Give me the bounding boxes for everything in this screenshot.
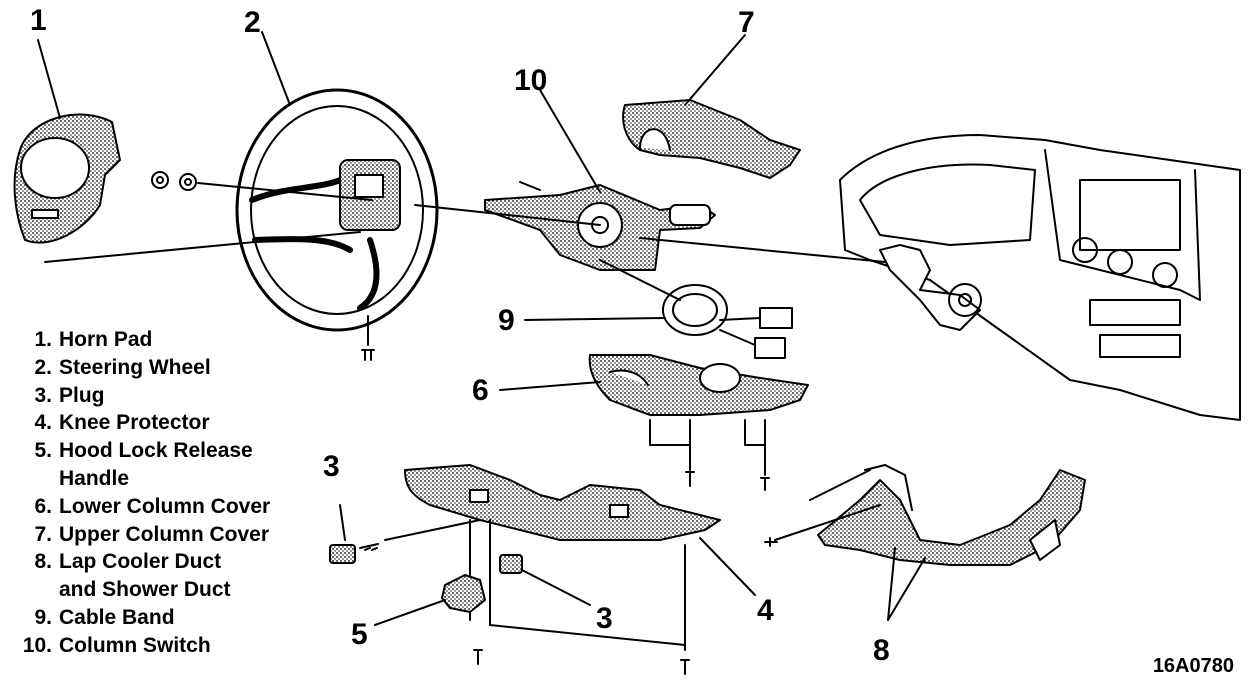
- hood-lock-handle-part: [374, 574, 486, 626]
- callout-8: 8: [873, 634, 890, 667]
- upper-column-cover-part: [622, 34, 801, 179]
- callout-9: 9: [498, 304, 515, 337]
- legend-item-continuation: and Shower Duct: [59, 578, 231, 602]
- nut-parts: [151, 171, 373, 201]
- callout-6: 6: [472, 374, 489, 407]
- legend-item: 9.Cable Band: [34, 605, 175, 629]
- steering-wheel-part: [235, 31, 439, 361]
- callout-1: 1: [30, 4, 47, 37]
- legend-item: 8.Lap Cooler Duct: [34, 550, 222, 574]
- legend-item: 5.Hood Lock Release: [34, 439, 253, 463]
- callout-7: 7: [738, 6, 755, 39]
- callout-5: 5: [351, 618, 368, 651]
- lower-column-cover-part: [499, 354, 809, 491]
- plug-parts: [329, 504, 591, 606]
- parts-legend: 1.Horn Pad 2.Steering Wheel 3.Plug 4.Kne…: [14, 326, 270, 660]
- legend-item-continuation: Handle: [59, 466, 130, 490]
- legend-item: 4.Knee Protector: [34, 411, 210, 435]
- callout-4: 4: [757, 594, 774, 627]
- instrument-panel-part: [639, 134, 1241, 421]
- figure-code: 16A0780: [1152, 655, 1234, 677]
- legend-item: 6.Lower Column Cover: [34, 494, 271, 518]
- callout-2: 2: [244, 6, 261, 39]
- legend-item: 10.Column Switch: [22, 633, 211, 657]
- callout-3-lower: 3: [596, 602, 613, 635]
- legend-item: 2.Steering Wheel: [34, 355, 211, 379]
- callout-3-upper: 3: [323, 450, 340, 483]
- duct-parts: [764, 464, 1086, 621]
- cable-band-part: [524, 284, 793, 359]
- horn-pad-part: [13, 39, 361, 263]
- column-switch-part: [414, 89, 716, 301]
- legend-item: 7.Upper Column Cover: [34, 522, 270, 546]
- callout-10: 10: [514, 64, 548, 97]
- knee-protector-part: [384, 464, 756, 675]
- legend-item: 3.Plug: [34, 383, 105, 407]
- legend-item: 1.Horn Pad: [34, 328, 153, 351]
